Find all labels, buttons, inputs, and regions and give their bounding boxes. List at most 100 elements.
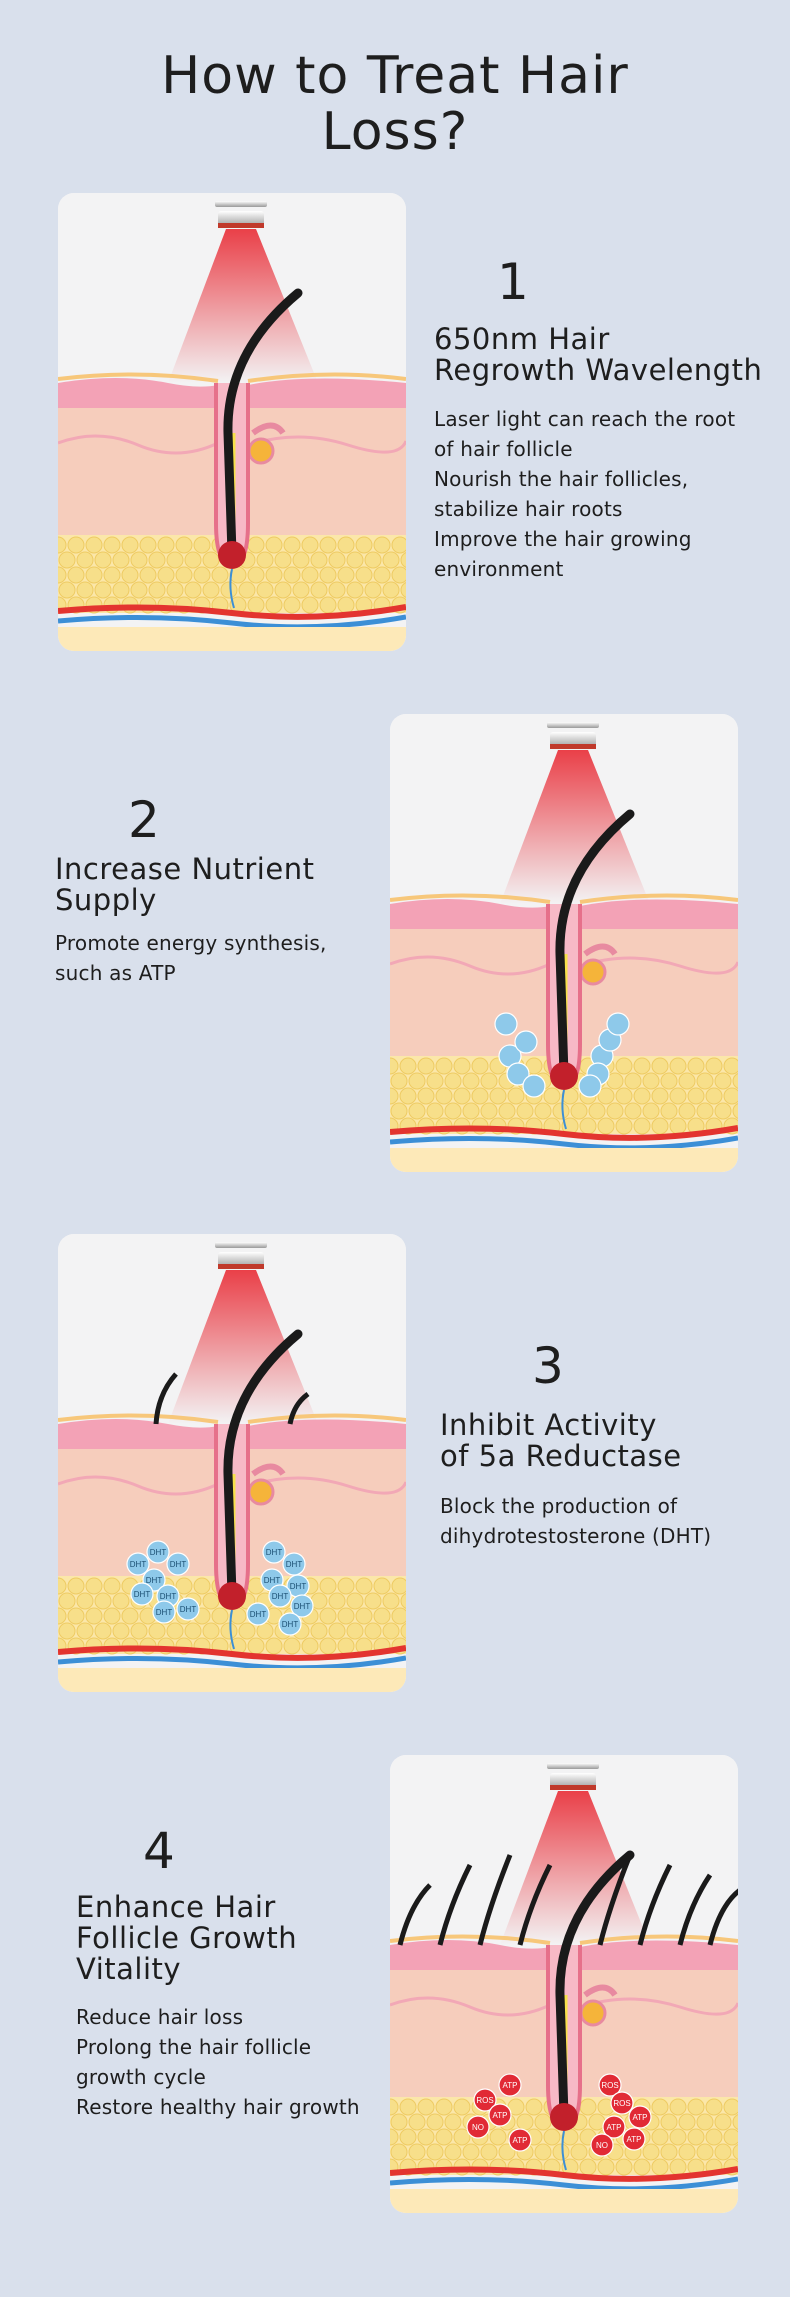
svg-text:DHT: DHT bbox=[180, 1605, 197, 1614]
laser-beam bbox=[500, 750, 650, 904]
svg-text:NO: NO bbox=[472, 2123, 484, 2132]
hair-shaft bbox=[555, 809, 635, 1079]
page-title-line: Loss? bbox=[321, 102, 469, 162]
svg-text:DHT: DHT bbox=[150, 1548, 167, 1557]
molecule-blue bbox=[522, 1074, 546, 1098]
hair-shaft-short bbox=[153, 1372, 178, 1425]
hair-shaft-extra bbox=[397, 1883, 432, 1946]
blood-vessel-blue bbox=[390, 1135, 738, 1151]
molecule-blue: DHT bbox=[130, 1582, 154, 1606]
epidermis-layer bbox=[248, 1419, 406, 1449]
svg-text:DHT: DHT bbox=[130, 1560, 147, 1569]
hair-shaft bbox=[223, 1329, 303, 1599]
molecule-red: ATP bbox=[508, 2128, 532, 2152]
step-description-line: Laser light can reach the root bbox=[434, 407, 736, 431]
molecule-red: ROS bbox=[598, 2073, 622, 2097]
molecule-blue bbox=[506, 1062, 530, 1086]
page-title-line: How to Treat Hair bbox=[161, 46, 629, 106]
blood-vessel-red bbox=[390, 2166, 738, 2182]
step-description-line: Prolong the hair follicle bbox=[76, 2035, 312, 2059]
hair-shaft-extra bbox=[477, 1854, 513, 1946]
svg-text:ATP: ATP bbox=[607, 2123, 622, 2132]
hair-shaft-short bbox=[287, 1391, 310, 1425]
hair-shaft-extra bbox=[517, 1863, 553, 1946]
molecule-blue: DHT bbox=[278, 1612, 302, 1636]
molecule-red: ROS bbox=[473, 2088, 497, 2112]
fat-layer bbox=[58, 535, 406, 614]
step-description-line: such as ATP bbox=[55, 961, 176, 985]
step-heading-line: Vitality bbox=[76, 1952, 182, 1986]
molecule-red: ROS bbox=[610, 2091, 634, 2115]
molecule-blue: DHT bbox=[262, 1540, 286, 1564]
svg-text:DHT: DHT bbox=[286, 1560, 303, 1569]
step-description-line: Restore healthy hair growth bbox=[76, 2095, 360, 2119]
blood-vessel-red bbox=[58, 604, 406, 620]
molecule-red: NO bbox=[590, 2133, 614, 2157]
epidermis-layer bbox=[248, 378, 406, 408]
svg-text:ATP: ATP bbox=[633, 2113, 648, 2122]
molecule-red: ATP bbox=[622, 2127, 646, 2151]
molecule-blue: DHT bbox=[152, 1600, 176, 1624]
step-description-line: environment bbox=[434, 557, 564, 581]
blood-vessel-blue bbox=[390, 2176, 738, 2192]
svg-text:ATP: ATP bbox=[513, 2136, 528, 2145]
svg-text:DHT: DHT bbox=[170, 1560, 187, 1569]
step-description-line: Promote energy synthesis, bbox=[55, 931, 327, 955]
molecule-blue: DHT bbox=[146, 1540, 170, 1564]
svg-text:DHT: DHT bbox=[160, 1592, 177, 1601]
molecule-blue bbox=[578, 1074, 602, 1098]
page-title: How to Treat Hair Loss? bbox=[0, 48, 790, 160]
step-description-line: Improve the hair growing bbox=[434, 527, 692, 551]
molecule-blue bbox=[494, 1012, 518, 1036]
laser-device bbox=[547, 1763, 599, 1790]
sebaceous-gland bbox=[247, 1463, 286, 1506]
step-number: 2 bbox=[128, 791, 160, 849]
epidermis-layer bbox=[58, 378, 218, 408]
step-heading-line: Enhance Hair bbox=[76, 1890, 276, 1924]
laser-device bbox=[215, 1242, 267, 1269]
step-description-line: Nourish the hair follicles, bbox=[434, 467, 689, 491]
step-description-line: dihydrotestosterone (DHT) bbox=[440, 1524, 712, 1548]
step-heading: Enhance Hair Follicle Growth Vitality bbox=[76, 1892, 297, 1985]
molecule-blue bbox=[514, 1030, 538, 1054]
svg-text:DHT: DHT bbox=[266, 1548, 283, 1557]
step-heading: Increase Nutrient Supply bbox=[55, 854, 314, 916]
svg-text:DHT: DHT bbox=[272, 1592, 289, 1601]
molecule-blue: DHT bbox=[246, 1602, 270, 1626]
epidermis-layer bbox=[58, 1419, 218, 1449]
step-heading-line: Inhibit Activity bbox=[440, 1408, 657, 1442]
step-heading-line: 650nm Hair bbox=[434, 322, 610, 356]
svg-text:DHT: DHT bbox=[282, 1620, 299, 1629]
step-description-line: Block the production of bbox=[440, 1494, 678, 1518]
step-heading-line: of 5a Reductase bbox=[440, 1439, 682, 1473]
step-heading: Inhibit Activity of 5a Reductase bbox=[440, 1410, 682, 1472]
step-description-line: stabilize hair roots bbox=[434, 497, 623, 521]
molecule-red: ATP bbox=[498, 2073, 522, 2097]
svg-text:DHT: DHT bbox=[264, 1576, 281, 1585]
laser-beam bbox=[168, 229, 318, 383]
step-heading-line: Regrowth Wavelength bbox=[434, 353, 763, 387]
epidermis-layer bbox=[580, 899, 738, 929]
step-description-line: growth cycle bbox=[76, 2065, 207, 2089]
svg-text:DHT: DHT bbox=[134, 1590, 151, 1599]
step-number: 1 bbox=[497, 253, 529, 311]
hair-shaft-extra bbox=[677, 1873, 713, 1946]
svg-text:ROS: ROS bbox=[476, 2096, 493, 2105]
step-heading: 650nm Hair Regrowth Wavelength bbox=[434, 324, 762, 386]
svg-text:ATP: ATP bbox=[627, 2135, 642, 2144]
blood-vessel-red bbox=[390, 1125, 738, 1141]
svg-text:DHT: DHT bbox=[250, 1610, 267, 1619]
molecule-red: ATP bbox=[488, 2103, 512, 2127]
follicle-illustration-2 bbox=[390, 714, 738, 1172]
step-number: 4 bbox=[143, 1822, 175, 1880]
step-heading-line: Supply bbox=[55, 883, 157, 917]
svg-text:DHT: DHT bbox=[294, 1602, 311, 1611]
molecule-blue bbox=[606, 1012, 630, 1036]
molecule-blue: DHT bbox=[176, 1597, 200, 1621]
sebaceous-gland bbox=[579, 1984, 618, 2027]
epidermis-layer bbox=[390, 1940, 550, 1970]
